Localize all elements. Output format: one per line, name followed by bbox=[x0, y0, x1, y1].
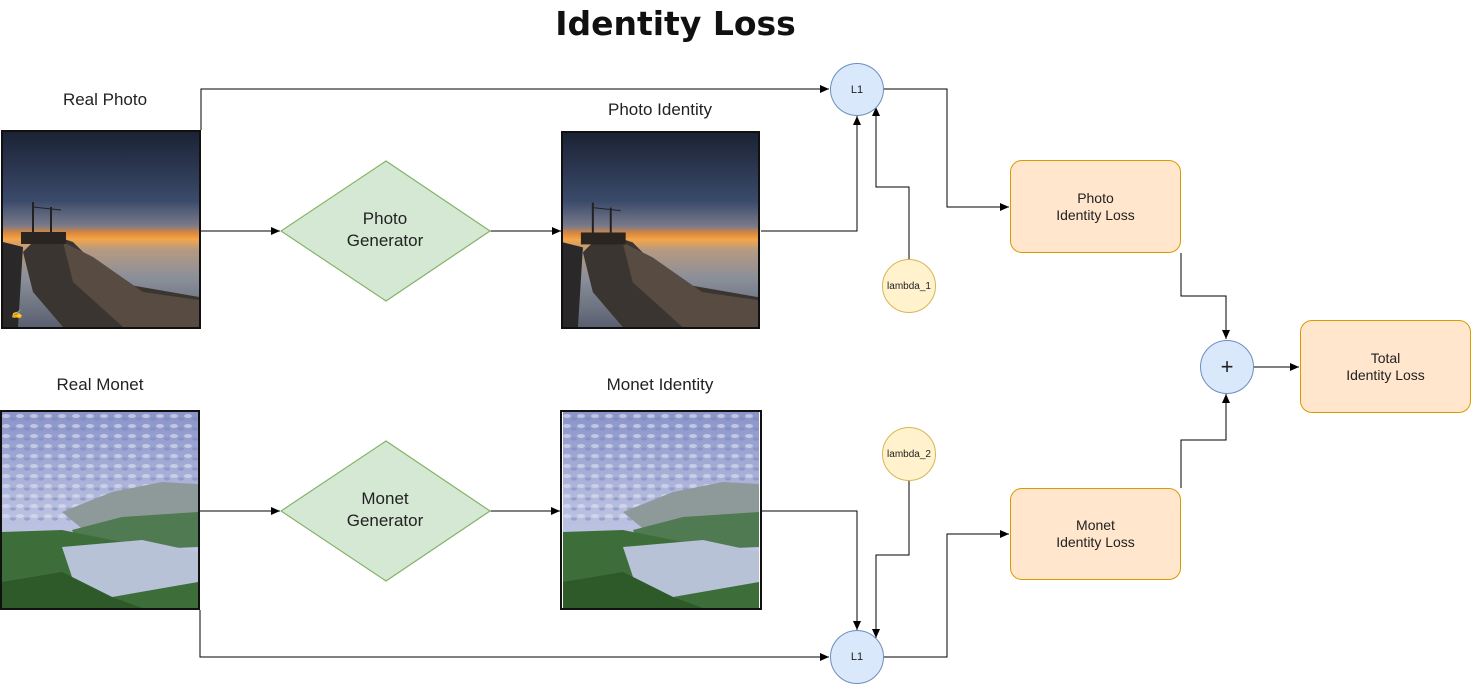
edge-lambda1-to-l1 bbox=[872, 107, 910, 259]
sum-node: + bbox=[1200, 340, 1254, 394]
svg-text:✍: ✍ bbox=[11, 309, 24, 320]
real-monet-image bbox=[0, 410, 200, 610]
lambda-2-label: lambda_2 bbox=[887, 448, 931, 460]
lambda-1-node: lambda_1 bbox=[882, 259, 936, 313]
real-photo-image: ✍ bbox=[1, 130, 201, 329]
monet-identity-loss-box: Monet Identity Loss bbox=[1010, 488, 1181, 580]
photo-generator-label: Photo Generator bbox=[346, 209, 424, 250]
monet-generator-label: Monet Generator bbox=[346, 489, 424, 530]
edge-photoidentity-to-l1 bbox=[761, 116, 861, 232]
diagram-title: Identity Loss bbox=[555, 4, 796, 43]
l1-top-label: L1 bbox=[850, 83, 864, 96]
edge-lambda2-to-l1 bbox=[872, 481, 910, 638]
l1-bottom-node: L1 bbox=[830, 630, 884, 684]
plus-icon: + bbox=[1220, 354, 1234, 379]
label-photo-identity: Photo Identity bbox=[608, 100, 712, 119]
l1-bottom-label: L1 bbox=[850, 651, 864, 663]
photo-identity-loss-box: Photo Identity Loss bbox=[1010, 160, 1181, 253]
edge-monetidentity-to-l1 bbox=[762, 510, 861, 630]
label-real-monet: Real Monet bbox=[56, 375, 144, 394]
label-monet-identity: Monet Identity bbox=[606, 375, 714, 394]
l1-top-node: L1 bbox=[830, 63, 884, 116]
total-identity-loss-box: Total Identity Loss bbox=[1300, 320, 1471, 413]
photo-identity-image bbox=[561, 131, 760, 329]
monet-generator-node bbox=[280, 440, 492, 582]
photo-generator-node bbox=[280, 160, 492, 302]
edge-photoloss-to-plus bbox=[1180, 253, 1230, 339]
label-real-photo: Real Photo bbox=[62, 90, 148, 109]
edge-l1-to-photoloss bbox=[884, 88, 1009, 211]
total-identity-loss-label: Total Identity Loss bbox=[1346, 349, 1425, 383]
monet-identity-image bbox=[560, 410, 762, 610]
edge-monetloss-to-plus bbox=[1180, 394, 1230, 488]
edge-realmonet-to-l1 bbox=[199, 610, 829, 661]
photo-identity-loss-label: Photo Identity Loss bbox=[1056, 189, 1135, 223]
lambda-2-node: lambda_2 bbox=[882, 427, 936, 481]
monet-identity-loss-label: Monet Identity Loss bbox=[1056, 517, 1135, 550]
edge-realphoto-to-l1 bbox=[200, 85, 829, 130]
lambda-1-label: lambda_1 bbox=[887, 280, 931, 292]
edge-l1-to-monetloss bbox=[884, 530, 1009, 658]
